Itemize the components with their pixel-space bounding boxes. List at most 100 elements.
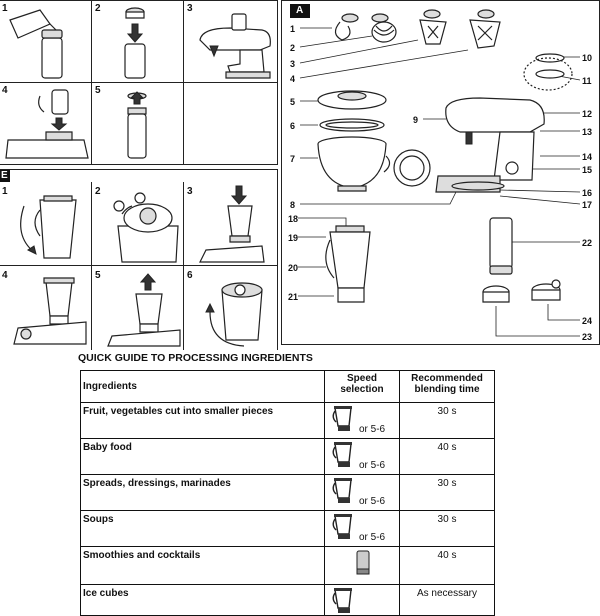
part-number: 11	[582, 76, 592, 86]
mixer-with-bottle-icon	[200, 14, 270, 78]
bottle-lid-icon	[532, 280, 560, 300]
speed-note: or 5-6	[359, 496, 386, 507]
blender-rotate-icon	[206, 283, 262, 346]
blender-jug-icon	[332, 442, 352, 467]
header-ingredients: Ingredients	[80, 370, 325, 403]
scraper-beater-icon	[470, 10, 500, 48]
ingredient-cell: Baby food	[80, 438, 325, 475]
part-number: 6	[290, 121, 296, 131]
stand-mixer-icon	[436, 98, 544, 192]
part-number: 10	[582, 53, 593, 63]
parts-illustration	[0, 0, 600, 345]
blender-jug-icon	[21, 196, 76, 258]
section-tag-e: E	[1, 170, 8, 181]
jug-on-base-icon	[200, 186, 264, 262]
splash-guard-icon	[318, 91, 386, 109]
step-number: 4	[2, 85, 8, 96]
table-row: Baby food or 5-6 40 s	[80, 438, 495, 475]
speed-cell	[324, 546, 400, 585]
part-number: 1	[290, 24, 296, 34]
blade-assembly-icon	[114, 193, 178, 262]
speed-note: or 5-6	[359, 424, 386, 435]
blender-jug-icon	[332, 588, 352, 613]
time-cell: 40 s	[399, 546, 495, 585]
step-number: 3	[187, 186, 193, 197]
whisk-icon	[372, 14, 396, 42]
blender-jug-icon	[332, 478, 352, 503]
step-number: 6	[187, 270, 193, 281]
part-number: 13	[582, 127, 593, 137]
ingredient-cell: Ice cubes	[80, 584, 325, 616]
time-cell: 30 s	[399, 510, 495, 547]
header-time: Recommended blending time	[399, 370, 495, 403]
blender-jug-icon	[332, 514, 352, 539]
top-cover-icon	[524, 54, 572, 90]
leader-lines	[298, 28, 580, 336]
table-row: Soups or 5-6 30 s	[80, 510, 495, 547]
part-number: 19	[288, 233, 299, 243]
step-number: 3	[187, 3, 193, 14]
table-row: Fruit, vegetables cut into smaller piece…	[80, 402, 495, 439]
bottle-blade-icon	[483, 286, 509, 302]
step-number: 5	[95, 85, 101, 96]
time-cell: As necessary	[399, 584, 495, 616]
blender-remove-icon	[108, 274, 180, 346]
smoothie-bottle-icon	[356, 550, 370, 575]
part-number: 14	[582, 152, 593, 162]
guide-table: Ingredients Speed selection Recommended …	[80, 370, 495, 616]
step-number: 5	[95, 270, 101, 281]
part-number: 9	[413, 115, 419, 125]
step-illustrations	[0, 0, 278, 165]
part-number: 21	[288, 292, 299, 302]
blender-jar-icon	[326, 226, 370, 302]
part-number: 2	[290, 43, 296, 53]
smoothie-bottle-icon	[490, 218, 512, 274]
speed-cell: or 5-6	[324, 402, 400, 439]
part-number: 16	[582, 188, 593, 198]
part-number: 3	[290, 59, 296, 69]
part-number: 4	[290, 74, 296, 84]
speed-cell: or 5-6	[324, 474, 400, 511]
flat-beater-icon	[420, 10, 446, 44]
table-row: Smoothies and cocktails 40 s	[80, 546, 495, 585]
speed-cell	[324, 584, 400, 616]
time-cell: 40 s	[399, 438, 495, 475]
ingredient-cell: Smoothies and cocktails	[80, 546, 325, 585]
ingredient-cell: Fruit, vegetables cut into smaller piece…	[80, 402, 325, 439]
part-number: 5	[290, 97, 296, 107]
speed-note: or 5-6	[359, 532, 386, 543]
step-number: 1	[2, 3, 8, 14]
part-number: 17	[582, 200, 593, 210]
ingredient-cell: Spreads, dressings, marinades	[80, 474, 325, 511]
part-number: 18	[288, 214, 299, 224]
mixing-bowl-icon	[318, 137, 390, 191]
ingredient-cell: Soups	[80, 510, 325, 547]
bottle-remove-lid-icon	[128, 92, 146, 158]
header-speed: Speed selection	[324, 370, 400, 403]
speed-dial-icon	[394, 150, 430, 186]
bottle-on-base-icon	[6, 90, 88, 158]
part-number: 7	[290, 154, 296, 164]
dough-hook-icon	[335, 14, 358, 40]
speed-cell: or 5-6	[324, 510, 400, 547]
guide-header-row: Ingredients Speed selection Recommended …	[80, 370, 495, 403]
part-number: 12	[582, 109, 593, 119]
guide-title: QUICK GUIDE TO PROCESSING INGREDIENTS	[78, 352, 313, 364]
time-cell: 30 s	[399, 474, 495, 511]
bottle-lid-icon	[125, 8, 145, 78]
speed-cell: or 5-6	[324, 438, 400, 475]
pouring-bottle-icon	[10, 10, 62, 78]
bowl-ring-icon	[320, 119, 384, 131]
speed-note: or 5-6	[359, 460, 386, 471]
part-number: 15	[582, 165, 593, 175]
step-number: 4	[2, 270, 8, 281]
blender-step-illustrations	[0, 0, 278, 350]
section-tag-a: A	[296, 5, 304, 16]
blender-on-base-icon	[14, 278, 86, 344]
table-row: Ice cubes As necessary	[80, 584, 495, 616]
step-number: 1	[2, 186, 8, 197]
step-number: 2	[95, 3, 101, 14]
part-number: 23	[582, 332, 593, 342]
part-number: 22	[582, 238, 593, 248]
part-number: 24	[582, 316, 593, 326]
